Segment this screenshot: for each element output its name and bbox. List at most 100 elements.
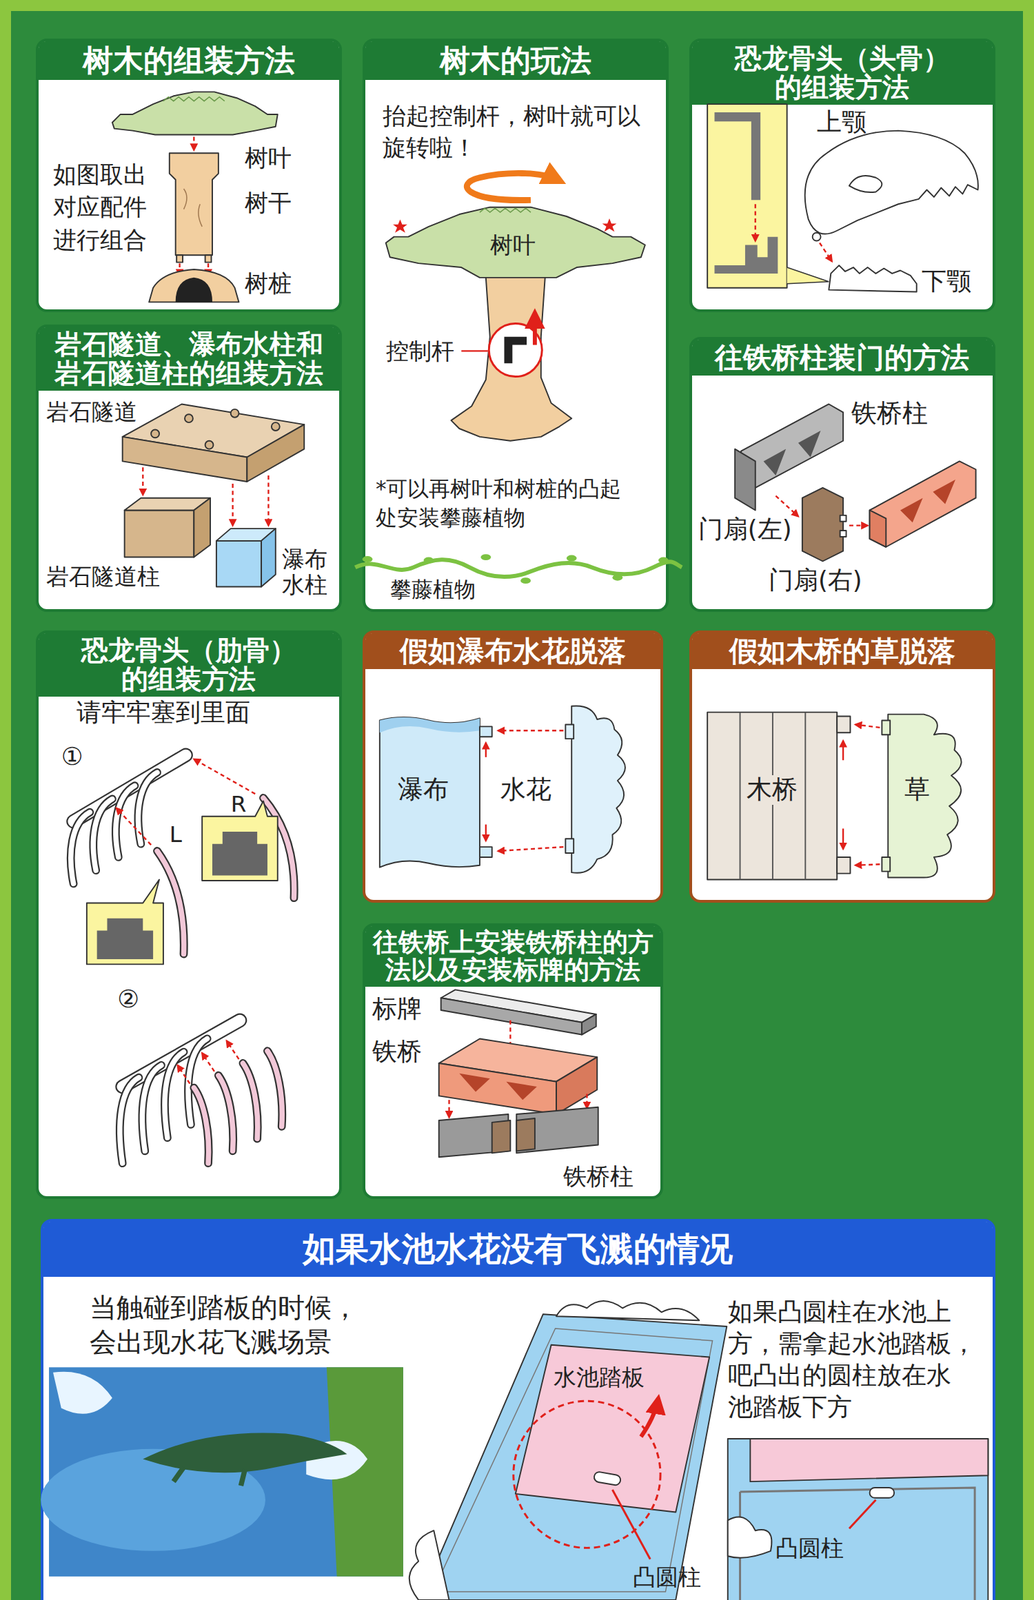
part-label: 岩石隧道 [46, 399, 138, 426]
part-label: 树桩 [244, 270, 292, 298]
tree-parts [112, 91, 278, 302]
instruction-panel: 往铁桥上安装铁桥柱的方 法以及安装标牌的方法标牌铁桥铁桥柱 [362, 923, 664, 1200]
part-label: ① [61, 743, 84, 772]
text-anchor: 凸圆柱 [775, 1536, 844, 1563]
panel-heading: 恐龙骨头（肋骨） 的组装方法 [79, 636, 299, 695]
text-anchor: 水池踏板 [553, 1365, 645, 1392]
text-anchor: 岩石隧道柱 [46, 564, 160, 591]
part-label: 铁桥柱 [563, 1163, 634, 1191]
text-anchor: 瀑布 [397, 775, 449, 806]
tree-play [355, 173, 682, 584]
panel-body-text: 请牢牢塞到里面 [76, 698, 251, 728]
panel-body-text: 如果凸圆柱在水池上 方，需拿起水池踏板， 吧凸出的圆柱放在水 池踏板下方 [727, 1296, 977, 1425]
text-anchor: 控制杆 [386, 339, 455, 365]
iron-bridge-parts [439, 989, 599, 1158]
part-label: 瀑布 水柱 [281, 547, 331, 600]
text-anchor: 请牢牢塞到里面 [76, 698, 251, 728]
text-anchor: 树叶 [244, 144, 292, 172]
panel-body-text: 如图取出 对应配件 进行组合 [53, 158, 151, 258]
panel-header-band: 往铁桥上安装铁桥柱的方 法以及安装标牌的方法 [365, 926, 662, 988]
part-label: 凸圆柱 [632, 1565, 702, 1591]
part-label: 木桥 [745, 775, 799, 806]
text-anchor: 门扇(左) [698, 515, 793, 544]
panel-heading: 往铁桥上安装铁桥柱的方 法以及安装标牌的方法 [370, 929, 656, 985]
part-label: 树干 [244, 189, 292, 217]
part-label: 门扇(右) [768, 566, 863, 595]
panel-heading: 假如瀑布水花脱落 [373, 636, 653, 667]
text-anchor: 抬起控制杆，树叶就可以 旋转啦！ [382, 99, 645, 164]
panel-heading: 如果水池水花没有飞溅的情况 [51, 1231, 985, 1268]
text-anchor: 铁桥 [372, 1038, 422, 1067]
panel-header-band: 恐龙骨头（头骨） 的组装方法 [692, 41, 993, 105]
text-anchor: 树桩 [244, 270, 292, 298]
instruction-panel: 岩石隧道、瀑布水柱和 岩石隧道柱的组装方法岩石隧道岩石隧道柱 瀑布 水柱 [35, 324, 342, 613]
pond-inset [727, 1439, 989, 1600]
text-anchor: 瀑布 水柱 [281, 547, 331, 600]
part-label: 瀑布 [397, 775, 449, 806]
part-label: 树叶 [490, 232, 536, 259]
part-label: 铁桥 [372, 1038, 422, 1067]
text-anchor: R [230, 792, 247, 818]
instruction-panel: 恐龙骨头（肋骨） 的组装方法请牢牢塞到里面 ① R L ② [35, 630, 342, 1200]
waterfall-splash [379, 705, 626, 873]
panel-header-band: 如果水池水花没有飞溅的情况 [43, 1222, 993, 1278]
text-anchor: L [169, 822, 182, 848]
text-anchor: 铁桥柱 [851, 399, 928, 429]
text-anchor: 如果凸圆柱在水池上 方，需拿起水池踏板， 吧凸出的圆柱放在水 池踏板下方 [727, 1296, 977, 1425]
text-anchor: 岩石隧道 [46, 399, 138, 426]
panel-heading: 岩石隧道、瀑布水柱和 岩石隧道柱的组装方法 [52, 330, 326, 389]
text-anchor: 草 [904, 775, 930, 806]
instruction-panel: 假如木桥的草脱落木桥 草 [689, 630, 996, 904]
text-anchor: ② [117, 985, 140, 1015]
panel-header-band: 假如木桥的草脱落 [692, 633, 993, 670]
panel-heading: 树木的组装方法 [46, 44, 331, 78]
text-anchor: 木桥 [745, 775, 799, 806]
panel-heading: 树木的玩法 [373, 44, 658, 78]
rib-parts [71, 755, 295, 1164]
panel-header-band: 假如瀑布水花脱落 [365, 633, 662, 670]
panel-header-band: 往铁桥柱装门的方法 [692, 339, 993, 376]
part-label: 草 [904, 775, 930, 806]
text-anchor: 铁桥柱 [563, 1163, 634, 1191]
instruction-panel: 恐龙骨头（头骨） 的组装方法上颚下颚 [689, 38, 996, 313]
text-anchor: 上颚 [816, 108, 867, 137]
pond-photo [40, 1367, 404, 1578]
panel-header-band: 恐龙骨头（肋骨） 的组装方法 [38, 633, 340, 697]
text-anchor: ① [61, 743, 84, 772]
part-label: 下颚 [921, 267, 972, 296]
panel-body-text: 抬起控制杆，树叶就可以 旋转啦！ [382, 99, 645, 164]
part-label: 铁桥柱 [851, 399, 928, 429]
text-anchor: 下颚 [921, 267, 972, 296]
text-anchor: 树干 [244, 189, 292, 217]
text-anchor: 标牌 [372, 995, 422, 1024]
text-anchor: 攀藤植物 [390, 577, 476, 603]
part-label: 树叶 [244, 144, 292, 172]
pillar-door-parts [734, 403, 976, 562]
part-label: 上颚 [816, 108, 867, 137]
part-label: 门扇(左) [698, 515, 793, 544]
panel-body-text: *可以再树叶和树桩的凸起 处安装攀藤植物 [375, 474, 627, 533]
instruction-panel: 如果水池水花没有飞溅的情况当触碰到踏板的时候， 会出现水花飞溅场景 如果凸圆柱在水… [40, 1219, 996, 1600]
part-label: 水池踏板 [553, 1365, 645, 1392]
part-label: 水花 [500, 775, 552, 806]
text-anchor: 水花 [500, 775, 552, 806]
part-label: 控制杆 [386, 339, 455, 365]
panel-heading: 假如木桥的草脱落 [700, 636, 985, 667]
instruction-panel: 假如瀑布水花脱落瀑布 水花 [362, 630, 664, 904]
pond-tray [409, 1301, 728, 1600]
part-label: L [169, 822, 182, 848]
skull-parts [707, 104, 979, 292]
rock-tunnel-parts [122, 403, 305, 587]
part-label: 岩石隧道柱 [46, 564, 160, 591]
panel-body-text: 当触碰到踏板的时候， 会出现水花飞溅场景 [89, 1291, 360, 1361]
panel-header-band: 树木的组装方法 [38, 41, 340, 80]
panel-header-band: 岩石隧道、瀑布水柱和 岩石隧道柱的组装方法 [38, 327, 340, 391]
text-anchor: 树叶 [490, 232, 536, 259]
text-anchor: 如图取出 对应配件 进行组合 [53, 158, 151, 258]
part-label: 标牌 [372, 995, 422, 1024]
part-label: 攀藤植物 [390, 577, 476, 603]
part-label: ② [117, 985, 140, 1015]
part-label: 凸圆柱 [775, 1536, 844, 1563]
panel-header-band: 树木的玩法 [365, 41, 666, 80]
text-anchor: 凸圆柱 [632, 1565, 702, 1591]
